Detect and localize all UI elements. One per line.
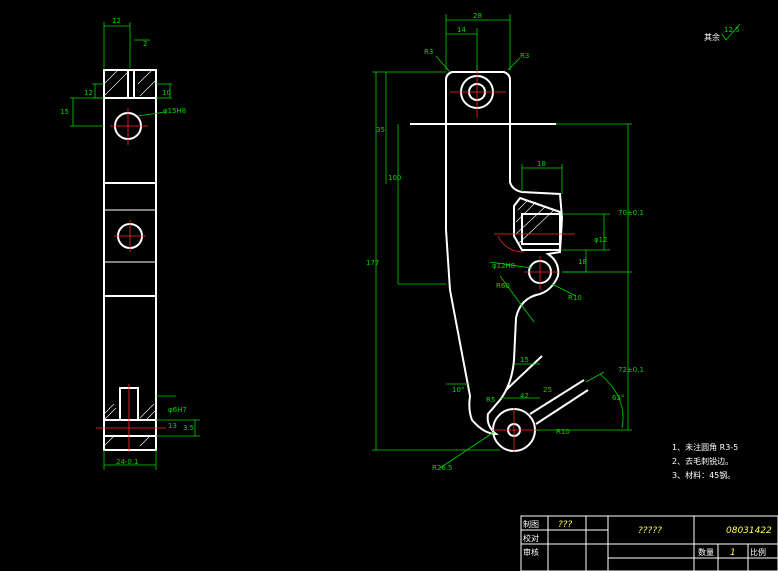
title-qty-label: 数量 (698, 547, 714, 557)
title-row1-label: 制图 (523, 519, 539, 529)
title-part-name: ????? (638, 526, 662, 536)
dim-angle10: 10° (452, 386, 464, 394)
dim-d3: 15 (60, 108, 69, 116)
note-3: 3、材料：45钢。 (672, 470, 735, 480)
title-row3-label: 审核 (523, 547, 539, 557)
dim-hole: φ15H8 (163, 107, 186, 115)
dim-d12: φ12 (594, 236, 608, 244)
roughness-label: 其余 (704, 32, 720, 42)
dim-r26: R26.5 (432, 464, 452, 472)
side-view: 12 2 12 15 10 φ15H8 φ6H7 3.5 13 24-0.1 (60, 17, 200, 470)
technical-notes: 1、未注圆角 R3-5 2、去毛刺锐边。 3、材料：45钢。 (672, 442, 738, 480)
note-2: 2、去毛刺锐边。 (672, 456, 733, 466)
dim-pin: φ6H7 (168, 406, 187, 414)
roughness-note: 其余 12.5 (704, 23, 741, 42)
title-row1-value: ??? (558, 520, 573, 530)
dim-d2: 12 (84, 89, 93, 97)
dim-d1: 10 (162, 89, 171, 97)
dim-r60: R60 (496, 282, 510, 290)
dim-w15: 15 (520, 356, 529, 364)
side-body-outline (103, 69, 157, 451)
dim-width-bottom: 24-0.1 (116, 458, 139, 466)
dim-d4: 3.5 (183, 424, 194, 432)
dim-r10: R10 (568, 294, 582, 302)
dim-w18: 18 (537, 160, 546, 168)
dim-width-top: 12 (112, 17, 121, 25)
dim-slot: 2 (143, 40, 147, 48)
side-top-hatch (103, 69, 157, 97)
dim-top-width: 28 (473, 12, 482, 20)
title-scale-label: 比例 (750, 547, 766, 557)
dim-h100: 100 (388, 174, 401, 182)
side-bottom-hatch (103, 403, 157, 447)
dim-d18: 18 (578, 258, 587, 266)
dim-tol-lower: 72±0.1 (618, 366, 644, 374)
dim-r-right: R3 (520, 52, 529, 60)
title-qty-value: 1 (730, 548, 736, 558)
roughness-value: 12.5 (724, 26, 740, 34)
title-drawing-no: 08031422 (726, 526, 772, 536)
dim-angle63: 63° (612, 394, 624, 402)
dim-top-half: 14 (457, 26, 466, 34)
title-block: 制图 ??? 校对 审核 ????? 08031422 数量 1 比例 (520, 515, 778, 571)
dim-d5: 13 (168, 422, 177, 430)
title-row2-label: 校对 (523, 533, 539, 543)
dim-tol-upper: 70±0.1 (618, 209, 644, 217)
dim-r-left: R3 (424, 48, 433, 56)
dim-d42: 42 (520, 392, 529, 400)
dim-hole-mid: φ12H8 (492, 262, 515, 270)
front-view: 28 14 R3 R3 177 35 100 18 70±0.1 72±0.1 … (366, 12, 644, 472)
dim-h35: 35 (376, 126, 385, 134)
dim-r10b: R10 (556, 428, 570, 436)
dim-r5: R5 (486, 396, 495, 404)
dim-d25: 25 (543, 386, 552, 394)
dim-h177: 177 (366, 259, 379, 267)
note-1: 1、未注圆角 R3-5 (672, 442, 738, 452)
front-outline (445, 71, 564, 436)
